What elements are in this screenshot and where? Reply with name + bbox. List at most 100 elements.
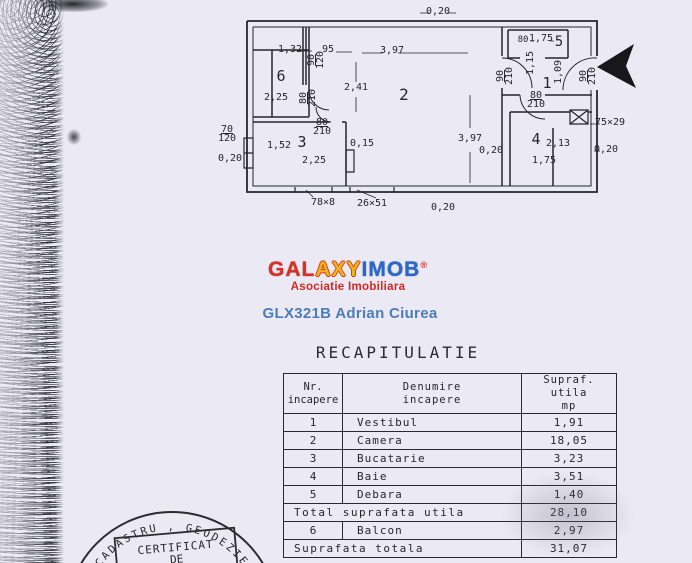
stamp-circle — [80, 511, 264, 563]
recap-table: Nr. incapere Denumire incapere Supraf. u… — [283, 372, 617, 559]
door-arcs — [308, 57, 598, 123]
recap-title: RECAPITULATIE — [315, 343, 481, 362]
cell-room-name: Camera — [342, 431, 522, 451]
plan-dimension-label: 2,25 — [302, 155, 326, 166]
cell-room-name: Vestibul — [342, 413, 522, 433]
plan-dimension-label: 1,09 — [553, 60, 564, 84]
cell-room-number: 1 — [283, 413, 343, 433]
logo-letter-group: AXY — [315, 258, 362, 281]
cell-area-value: 31,07 — [521, 539, 617, 559]
stamp-line1: CERTIFICAT — [137, 538, 214, 558]
plan-dimension-label: 2 — [399, 85, 409, 104]
header-denumire-line1: Denumire — [402, 380, 462, 393]
cell-total-label: Total suprafata utila — [283, 503, 522, 523]
cell-room-name: Debara — [342, 485, 522, 505]
plan-dimension-label: 75×29 — [595, 117, 625, 128]
galaxyimob-logo: GALAXYIMOB® Asociatie Imobiliara — [248, 259, 448, 293]
floor-plan-partitions — [253, 27, 592, 186]
plan-dimension-label: 1,52 — [267, 140, 291, 151]
cell-area-value: 3,51 — [521, 467, 617, 487]
logo-tagline: Asociatie Imobiliara — [290, 281, 406, 293]
plan-dimension-label: 4 — [531, 130, 540, 148]
header-denumire-line2: incapere — [402, 393, 462, 406]
header-denumire: Denumire incapere — [342, 372, 522, 415]
plan-dimension-label: 3,97 — [380, 45, 404, 56]
cell-room-name: Bucatarie — [342, 449, 522, 469]
header-nr: Nr. incapere — [283, 372, 343, 415]
plan-dimension-label: 0,20 — [594, 144, 618, 155]
plan-dimension-label: 0,20 — [479, 145, 503, 156]
header-suprafata-line2: mp — [561, 400, 577, 413]
cell-area-value: 2,97 — [521, 521, 617, 541]
plan-dimension-label: 90210 — [578, 67, 598, 85]
cell-room-number: 2 — [283, 431, 343, 451]
scan-smudge — [38, 0, 108, 12]
plan-dimension-label: 0,15 — [350, 138, 374, 149]
plan-dimension-label: 3,97 — [458, 133, 482, 144]
plan-dimension-label: 5 — [555, 34, 563, 50]
recap-table-header: Nr. incapere Denumire incapere Supraf. u… — [283, 372, 617, 415]
logo-brand: GALAXYIMOB® — [248, 259, 448, 280]
plan-dimension-label: 1 — [542, 74, 551, 92]
plan-dimension-label: 2,13 — [546, 138, 570, 149]
plan-dimension-label: 1,15 — [525, 51, 536, 75]
plan-dimension-label: 3 — [297, 133, 306, 151]
logo-letter-group: GAL — [268, 258, 316, 281]
cell-room-number: 6 — [283, 521, 343, 541]
cell-room-number: 4 — [283, 467, 343, 487]
plan-dimension-label: 0,20 — [426, 6, 450, 17]
cell-area-value: 3,23 — [521, 449, 617, 469]
plan-dimension-label: 0,20 — [431, 202, 455, 213]
plan-dimension-label: 78×8 — [311, 197, 335, 208]
cell-area-value: 28,10 — [521, 503, 617, 523]
cell-room-name: Balcon — [342, 521, 522, 541]
plan-dimension-label: 80 — [518, 35, 529, 45]
plan-dimension-label: 1,75 — [529, 33, 553, 44]
plan-dimension-label: 2,41 — [344, 82, 368, 93]
header-nr-line2: incapere — [287, 393, 339, 406]
stamp-arc-text: DE CADASTRU , GEODEZIE SI — [80, 521, 264, 563]
cell-total-label: Suprafata totala — [283, 539, 522, 559]
plan-dimension-label: 1,32 — [278, 44, 302, 55]
cell-area-value: 1,40 — [521, 485, 617, 505]
cell-room-number: 5 — [283, 485, 343, 505]
logo-letter-group: IMOB — [361, 258, 421, 281]
plan-dimension-label: 1,75 — [532, 155, 556, 166]
agent-reference-line: GLX321B Adrian Ciurea — [262, 305, 438, 322]
plan-dimension-label: 80210 — [298, 89, 318, 107]
cell-room-name: Baie — [342, 467, 522, 487]
plan-dimension-label: 95 — [322, 44, 334, 55]
stamp-inner-box: CERTIFICAT DE — [113, 526, 239, 563]
cell-room-number: 3 — [283, 449, 343, 469]
header-suprafata-line1: Supraf. utila — [543, 374, 595, 400]
plan-dimension-label: 26×51 — [357, 198, 387, 209]
cell-area-value: 18,05 — [521, 431, 617, 451]
plan-dimension-label: 2,25 — [264, 92, 288, 103]
stamp-line2: DE — [169, 552, 183, 563]
floor-plan-inner-walls — [252, 26, 592, 187]
dimension-lines — [297, 12, 600, 199]
registered-trademark-symbol: ® — [420, 260, 428, 270]
scan-noise-band — [0, 0, 64, 563]
plan-dimension-label: 0,20 — [218, 153, 242, 164]
floor-plan-outer-walls — [246, 20, 598, 193]
plan-dimension-label: 90120 — [306, 51, 326, 69]
header-nr-line1: Nr. — [303, 380, 323, 393]
floor-plan-blocks — [243, 109, 589, 192]
header-suprafata: Supraf. utila mp — [521, 372, 617, 415]
